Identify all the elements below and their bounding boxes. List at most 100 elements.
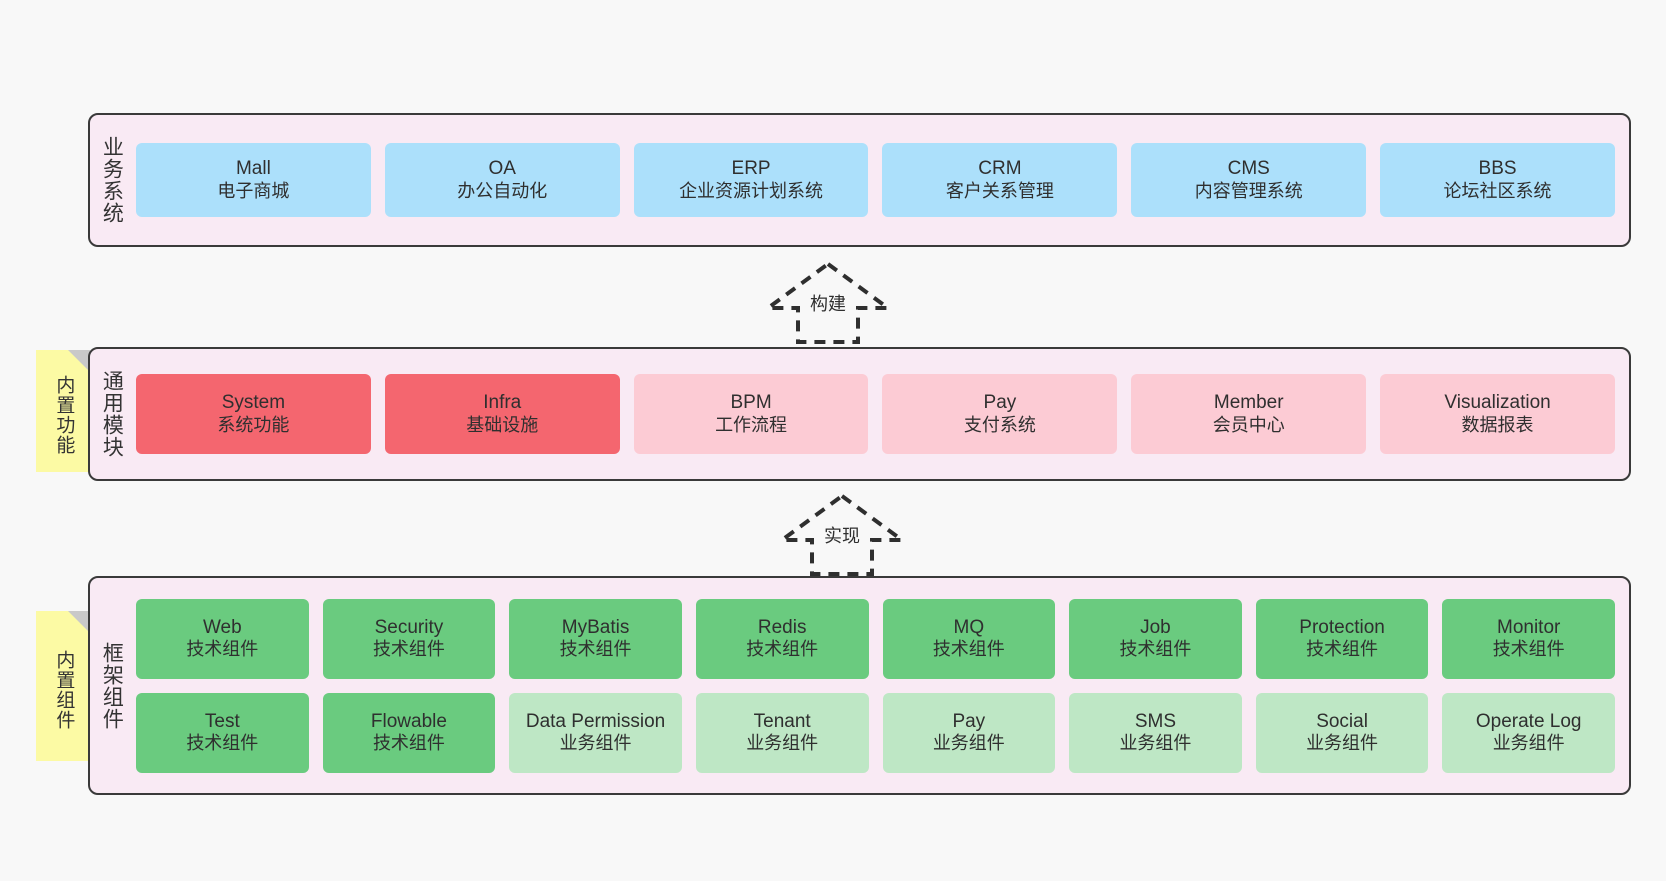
card-title: System xyxy=(221,392,286,414)
layer-title-common: 通用模块 xyxy=(100,370,124,458)
connector-realize: 实现 xyxy=(762,490,922,580)
card-subtitle: 办公自动化 xyxy=(457,180,548,201)
card-subtitle: 业务组件 xyxy=(1306,733,1379,754)
card-title: Flowable xyxy=(370,710,447,732)
card-subtitle: 技术组件 xyxy=(746,639,819,660)
connector-realize-label: 实现 xyxy=(824,526,860,546)
layer-title-framework: 框架组件 xyxy=(100,641,124,730)
card-title: Social xyxy=(1316,710,1368,732)
card-subtitle: 技术组件 xyxy=(186,733,259,754)
card-title: SMS xyxy=(1134,710,1177,732)
card-subtitle: 业务组件 xyxy=(932,733,1005,754)
card-title: Test xyxy=(204,710,240,732)
card-title: Operate Log xyxy=(1475,710,1582,732)
card-subtitle: 支付系统 xyxy=(963,414,1036,435)
sticky-note-builtin-components: 内置组件 xyxy=(36,611,90,761)
card-subtitle: 客户关系管理 xyxy=(945,180,1054,201)
card-title: BPM xyxy=(730,392,772,414)
card-subtitle: 企业资源计划系统 xyxy=(679,180,824,201)
card-subtitle: 技术组件 xyxy=(186,639,259,660)
connector-build-label: 构建 xyxy=(810,294,846,314)
card-title: MQ xyxy=(953,616,985,638)
card-subtitle: 会员中心 xyxy=(1212,414,1285,435)
card-subtitle: 电子商城 xyxy=(217,180,290,201)
card-subtitle: 基础设施 xyxy=(466,414,539,435)
connector-build: 构建 xyxy=(748,258,908,348)
card-subtitle: 论坛社区系统 xyxy=(1443,180,1552,201)
card-subtitle: 系统功能 xyxy=(217,414,290,435)
card-title: Job xyxy=(1140,616,1171,638)
card-title: Mall xyxy=(235,158,271,180)
card-title: MyBatis xyxy=(561,616,630,638)
card-subtitle: 技术组件 xyxy=(932,639,1005,660)
card-subtitle: 业务组件 xyxy=(746,733,819,754)
card-title: Pay xyxy=(983,392,1017,414)
card-title: Pay xyxy=(952,710,986,732)
card-title: Data Permission xyxy=(525,710,666,732)
card-subtitle: 技术组件 xyxy=(559,639,632,660)
card-title: Tenant xyxy=(753,710,811,732)
card-subtitle: 内容管理系统 xyxy=(1194,180,1303,201)
card-subtitle: 技术组件 xyxy=(1306,639,1379,660)
sticky-note-builtin-components-label: 内置组件 xyxy=(53,650,75,730)
card-title: Protection xyxy=(1299,616,1385,638)
card-title: CMS xyxy=(1227,158,1270,180)
card-title: ERP xyxy=(731,158,771,180)
card-title: OA xyxy=(488,158,516,180)
card-subtitle: 技术组件 xyxy=(372,733,445,754)
card-subtitle: 业务组件 xyxy=(1119,733,1192,754)
card-subtitle: 业务组件 xyxy=(1492,733,1565,754)
sticky-note-builtin-features: 内置功能 xyxy=(36,350,90,472)
card-title: CRM xyxy=(978,158,1022,180)
card-title: Member xyxy=(1213,392,1284,414)
layer-title-business: 业务系统 xyxy=(100,136,124,224)
card-title: Monitor xyxy=(1497,616,1561,638)
card-subtitle: 业务组件 xyxy=(559,733,632,754)
card-title: BBS xyxy=(1478,158,1517,180)
card-subtitle: 工作流程 xyxy=(715,414,788,435)
card-title: Visualization xyxy=(1444,392,1551,414)
card-subtitle: 技术组件 xyxy=(372,639,445,660)
card-title: Infra xyxy=(483,392,522,414)
card-subtitle: 数据报表 xyxy=(1461,414,1534,435)
